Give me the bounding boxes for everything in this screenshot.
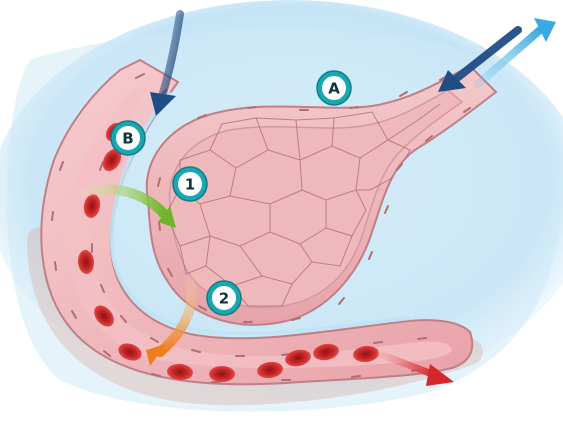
label-a: A <box>328 80 340 98</box>
step-2-label: 2 <box>219 290 229 308</box>
step-1-badge: 1 <box>173 167 207 201</box>
step-2-badge: 2 <box>207 281 241 315</box>
label-b-badge: B <box>111 121 145 155</box>
step-1-label: 1 <box>185 176 195 194</box>
label-b: B <box>122 130 133 148</box>
red-blood-cell <box>209 366 235 382</box>
label-a-badge: A <box>317 71 351 105</box>
